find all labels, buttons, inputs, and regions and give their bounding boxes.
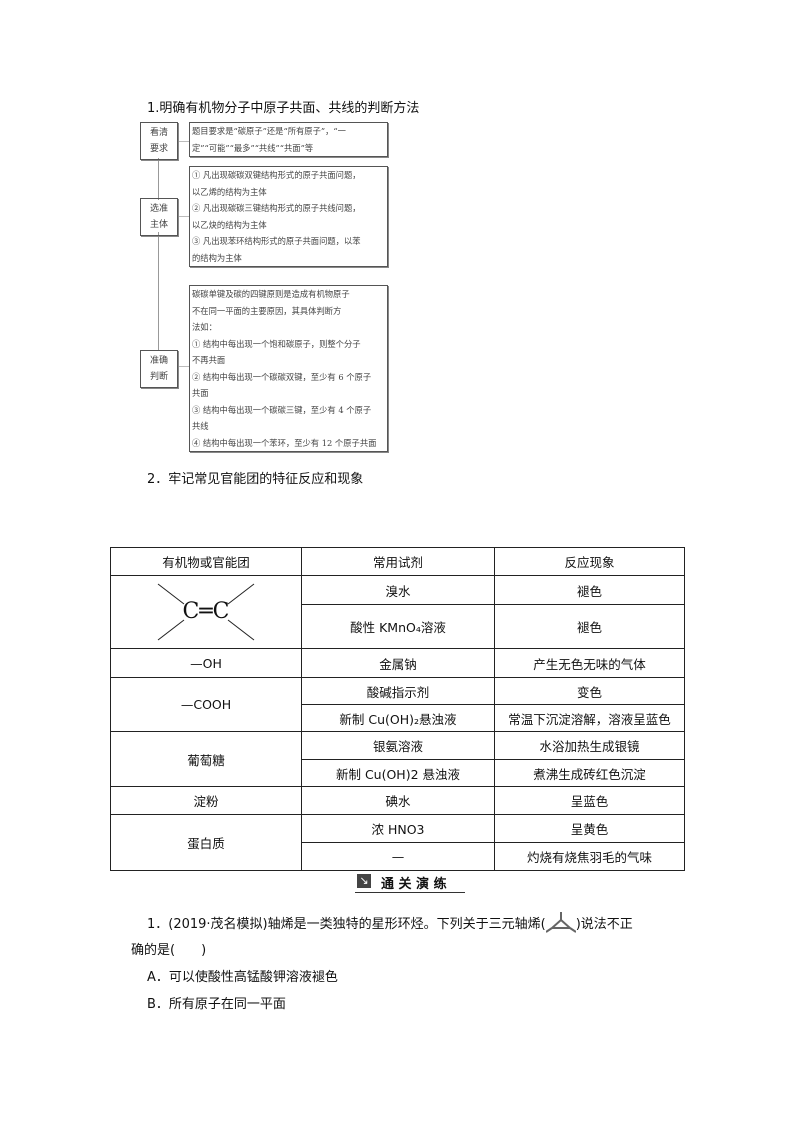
cell: 褪色 bbox=[494, 575, 685, 605]
q1-text: 1．(2019·茂名模拟)轴烯是一类独特的星形环烃。下列关于三元轴烯( bbox=[147, 917, 546, 932]
cell: 葡萄糖 bbox=[110, 731, 302, 787]
content-line: 共线 bbox=[192, 421, 209, 431]
cell: —COOH bbox=[110, 677, 302, 732]
content-line: ② 凡出现碳碳三键结构形式的原子共线问题， bbox=[192, 203, 361, 213]
q1-text: )说法不正 bbox=[575, 917, 633, 932]
step-content-2: ① 凡出现碳碳双键结构形式的原子共面问题， 以乙烯的结构为主体 ② 凡出现碳碳三… bbox=[189, 166, 388, 267]
content-line: ① 凡出现碳碳双键结构形式的原子共面问题， bbox=[192, 170, 361, 180]
content-line: 以乙炔的结构为主体 bbox=[192, 219, 267, 230]
content-line: ② 结构中每出现一个碳碳双键，至少有 6 个原子 bbox=[192, 371, 372, 382]
question-1-line1: 1．(2019·茂名模拟)轴烯是一类独特的星形环烃。下列关于三元轴烯( )说法不正 bbox=[147, 911, 633, 935]
option-a: A．可以使酸性高锰酸钾溶液褪色 bbox=[147, 970, 338, 985]
content-line: ③ 凡出现苯环结构形式的原子共面问题，以苯 bbox=[192, 236, 361, 246]
label-line: 判断 bbox=[149, 372, 168, 382]
cell: 常温下沉淀溶解，溶液呈蓝色 bbox=[494, 704, 685, 732]
header-cell: 反应现象 bbox=[494, 547, 685, 576]
content-line: ① 结构中每出现一个饱和碳原子，则整个分子 bbox=[192, 338, 361, 349]
cell: 银氨溶液 bbox=[301, 731, 495, 760]
cell: 呈蓝色 bbox=[494, 786, 685, 815]
triaxial-ene-structure-icon bbox=[545, 912, 577, 933]
cell: 呈黄色 bbox=[494, 814, 685, 843]
content-line: 不再共面 bbox=[192, 355, 226, 365]
content-line: ④ 结构中每出现一个苯环，至少有 12 个原子共面 bbox=[192, 437, 377, 448]
content-line: 的结构为主体 bbox=[192, 252, 242, 263]
step-content-1: 题目要求是“碳原子”还是“所有原子”，“一 定”“可能”“最多”“共线”“共面”… bbox=[189, 122, 388, 157]
cell: 淀粉 bbox=[110, 786, 302, 815]
content-line: 不在同一平面的主要原因，其具体判断方 bbox=[192, 305, 342, 316]
cell: 产生无色无味的气体 bbox=[494, 648, 685, 678]
cell: 浓 HNO3 bbox=[301, 814, 495, 843]
practice-banner: ↘ 通 关 演 练 bbox=[355, 872, 465, 893]
alkene-formula: C═C bbox=[182, 599, 230, 624]
alkene-structure: C═C bbox=[110, 575, 302, 649]
table-row: 葡萄糖银氨溶液水浴加热生成银镜 bbox=[110, 731, 685, 787]
table-row: —灼烧有烧焦羽毛的气味 bbox=[111, 842, 685, 871]
table-row: 淀粉碘水呈蓝色 bbox=[110, 786, 685, 815]
content-line: 法如： bbox=[192, 322, 217, 332]
label-line: 准确 bbox=[149, 356, 168, 366]
cell: 酸性 KMnO₄溶液 bbox=[301, 604, 495, 649]
cell: 酸碱指示剂 bbox=[301, 677, 495, 705]
table-header: 有机物或官能团常用试剂反应现象 bbox=[110, 547, 685, 576]
cell: 新制 Cu(OH)2 悬浊液 bbox=[301, 759, 495, 787]
cell: — bbox=[301, 842, 495, 871]
functional-group-table: 有机物或官能团常用试剂反应现象 C═C 溴水褪色 酸性 KMnO₄溶液褪色 —O… bbox=[110, 547, 685, 871]
section2-title: 2．牢记常见官能团的特征反应和现象 bbox=[147, 472, 364, 487]
step-content-3: 碳碳单键及碳的四键原则是造成有机物原子 不在同一平面的主要原因，其具体判断方 法… bbox=[189, 285, 388, 452]
content-line: 定”“可能”“最多”“共线”“共面”等 bbox=[192, 142, 314, 153]
label-line: 要求 bbox=[149, 144, 168, 154]
header-cell: 有机物或官能团 bbox=[110, 547, 302, 576]
content-line: 题目要求是“碳原子”还是“所有原子”，“一 bbox=[192, 126, 346, 136]
content-line: 碳碳单键及碳的四键原则是造成有机物原子 bbox=[192, 289, 350, 299]
cell: 水浴加热生成银镜 bbox=[494, 731, 685, 760]
cell: 煮沸生成砖红色沉淀 bbox=[494, 759, 685, 787]
step-label-3: 准确判断 bbox=[140, 350, 178, 388]
content-line: 共面 bbox=[192, 388, 209, 398]
cell: 新制 Cu(OH)₂悬浊液 bbox=[301, 704, 495, 732]
cell: 褪色 bbox=[494, 604, 685, 649]
banner-text: 通 关 演 练 bbox=[381, 877, 447, 892]
cell: 灼烧有烧焦羽毛的气味 bbox=[494, 842, 685, 871]
option-b: B．所有原子在同一平面 bbox=[147, 997, 286, 1012]
label-line: 选准 bbox=[149, 204, 168, 214]
alkene-bonds-icon bbox=[157, 583, 255, 641]
table-row: C═C 溴水褪色 bbox=[110, 575, 685, 649]
arrow-down-right-icon: ↘ bbox=[357, 874, 371, 888]
alkene-structure-diagram: C═C bbox=[146, 579, 266, 645]
cell: 变色 bbox=[494, 677, 685, 705]
cell: 溴水 bbox=[301, 575, 495, 605]
cell: 碘水 bbox=[301, 786, 495, 815]
cell: 金属钠 bbox=[301, 648, 495, 678]
header-cell: 常用试剂 bbox=[301, 547, 495, 576]
step-label-2: 选准主体 bbox=[140, 198, 178, 236]
cell: 蛋白质 bbox=[110, 814, 302, 871]
label-line: 看清 bbox=[149, 128, 168, 138]
content-line: 以乙烯的结构为主体 bbox=[192, 186, 267, 197]
content-line: ③ 结构中每出现一个碳碳三键，至少有 4 个原子 bbox=[192, 404, 372, 415]
section1-title: 1.明确有机物分子中原子共面、共线的判断方法 bbox=[147, 101, 420, 116]
cell: —OH bbox=[110, 648, 302, 678]
label-line: 主体 bbox=[149, 220, 168, 230]
step-label-1: 看清要求 bbox=[140, 122, 178, 160]
question-1-line2: 确的是( ) bbox=[131, 943, 207, 958]
table-row: 酸性 KMnO₄溶液褪色 bbox=[111, 604, 685, 649]
